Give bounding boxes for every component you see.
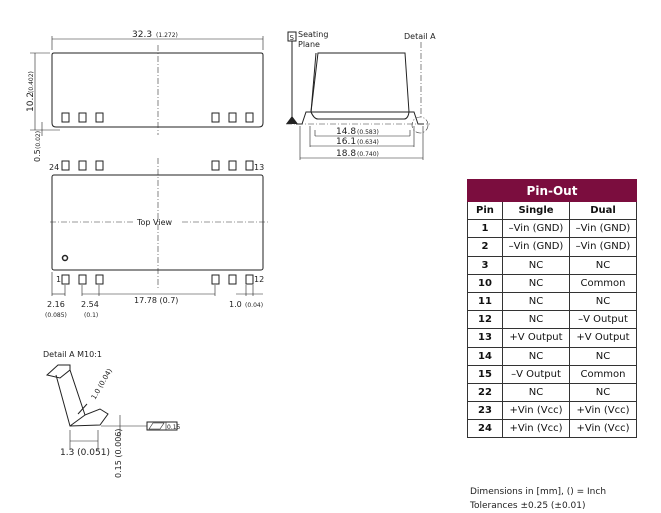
table-row: 13+V Output+V Output	[467, 328, 637, 348]
standoff-dim: 0.5	[33, 149, 42, 162]
pin-width-dim-in: (0.04)	[245, 302, 263, 309]
pitch-edge-dim-in: (0.085)	[45, 312, 67, 319]
row-span-dim: 17.78 (0.7)	[134, 296, 178, 305]
seating-triangle	[286, 116, 298, 124]
single-cell: +Vin (Vcc)	[502, 419, 570, 439]
single-cell: –Vin (GND)	[502, 219, 570, 239]
dual-cell: –Vin (GND)	[569, 237, 637, 257]
side-view-pins	[61, 112, 254, 123]
single-cell: NC	[502, 310, 570, 330]
pin-label-1: 1	[56, 275, 61, 284]
side-view: 32.3 (1.272) 10.2 (0.402) 0.5 (0.02)	[26, 30, 264, 162]
seating-label: Seating	[298, 30, 328, 39]
single-cell: –Vin (GND)	[502, 237, 570, 257]
seating-symbol: S	[290, 34, 295, 42]
flatness-value: 0.15	[167, 424, 181, 431]
thickness-dim: 0.15 (0.006)	[114, 429, 123, 479]
dim-16-1: 16.1	[336, 137, 356, 147]
pin-cell: 15	[467, 364, 503, 384]
dual-cell: –Vin (GND)	[569, 219, 637, 239]
dual-cell: Common	[569, 364, 637, 384]
height-dim: 10.2	[26, 92, 36, 112]
single-cell: –V Output	[502, 364, 570, 384]
detail-a-title: Detail A M10:1	[43, 350, 102, 359]
tolerances-note: Tolerances ±0.25 (±0.01)	[470, 501, 586, 511]
dimensions-note: Dimensions in [mm], () = Inch	[470, 487, 607, 497]
top-view: 24 13 1 12 Top View 2.16 (0.085) 2.54 (0…	[45, 158, 268, 319]
pin-label-24: 24	[49, 163, 59, 172]
table-row: 23+Vin (Vcc)+Vin (Vcc)	[467, 401, 637, 421]
pin-label-12: 12	[254, 275, 264, 284]
single-cell: NC	[502, 382, 570, 403]
single-cell: NC	[502, 346, 570, 366]
top-view-label: Top View	[136, 218, 172, 227]
lead-width-dim: 1.0 (0.04)	[90, 367, 114, 401]
table-row: 1–Vin (GND)–Vin (GND)	[467, 219, 637, 239]
pin-cell: 12	[467, 310, 503, 330]
dual-cell: NC	[569, 346, 637, 366]
seating-label-2: Plane	[298, 40, 320, 49]
pinout-title: Pin-Out	[467, 179, 637, 202]
col-pin: Pin	[467, 200, 503, 221]
dim-16-1-in: (0.634)	[357, 139, 379, 146]
foot-length-dim: 1.3 (0.051)	[60, 448, 110, 458]
pin-cell: 24	[467, 419, 503, 439]
pin1-marker	[61, 254, 69, 262]
standoff-dim-in: (0.02)	[35, 131, 42, 149]
pitch-edge-dim: 2.16	[47, 300, 65, 309]
table-row: 24+Vin (Vcc)+Vin (Vcc)	[467, 419, 637, 439]
pin-cell: 10	[467, 273, 503, 293]
single-cell: NC	[502, 291, 570, 312]
length-dim: 32.3	[132, 30, 152, 40]
pin-cell: 13	[467, 328, 503, 348]
dual-cell: NC	[569, 382, 637, 403]
front-view: S Seating Plane Detail A 14.8 (0.583) 16…	[286, 30, 436, 160]
pin-cell: 22	[467, 382, 503, 403]
pitch-dim-in: (0.1)	[84, 312, 98, 319]
pin-cell: 3	[467, 255, 503, 275]
flatness-box	[146, 421, 178, 431]
pin-cell: 23	[467, 401, 503, 421]
dim-14-8-in: (0.583)	[357, 129, 379, 136]
dim-18-8: 18.8	[336, 149, 356, 159]
single-cell: +V Output	[502, 328, 570, 348]
table-row: 2–Vin (GND)–Vin (GND)	[467, 237, 637, 257]
pitch-dim: 2.54	[81, 300, 99, 309]
detail-a: Detail A M10:1 0.15 1.3 (0.051) 0.15 (0.…	[43, 350, 181, 478]
pin-cell: 2	[467, 237, 503, 257]
single-cell: NC	[502, 273, 570, 293]
pin-cell: 11	[467, 291, 503, 312]
dual-cell: +Vin (Vcc)	[569, 419, 637, 439]
single-cell: NC	[502, 255, 570, 275]
dim-14-8: 14.8	[336, 127, 356, 137]
length-dim-in: (1.272)	[156, 32, 178, 39]
dim-18-8-in: (0.740)	[357, 151, 379, 158]
dual-cell: –V Output	[569, 310, 637, 330]
pin-cell: 1	[467, 219, 503, 239]
single-cell: +Vin (Vcc)	[502, 401, 570, 421]
dual-cell: Common	[569, 273, 637, 293]
dual-cell: NC	[569, 255, 637, 275]
dual-cell: +Vin (Vcc)	[569, 401, 637, 421]
col-dual: Dual	[569, 200, 637, 221]
pinout-table: Pin-Out Pin Single Dual 1–Vin (GND)–Vin …	[467, 179, 637, 439]
pin-cell: 14	[467, 346, 503, 366]
height-dim-in: (0.402)	[28, 71, 35, 93]
dual-cell: NC	[569, 291, 637, 312]
dual-cell: +V Output	[569, 328, 637, 348]
col-single: Single	[502, 200, 570, 221]
pin-label-13: 13	[254, 163, 264, 172]
pin-width-dim: 1.0	[229, 300, 242, 309]
detail-a-callout: Detail A	[404, 32, 436, 41]
